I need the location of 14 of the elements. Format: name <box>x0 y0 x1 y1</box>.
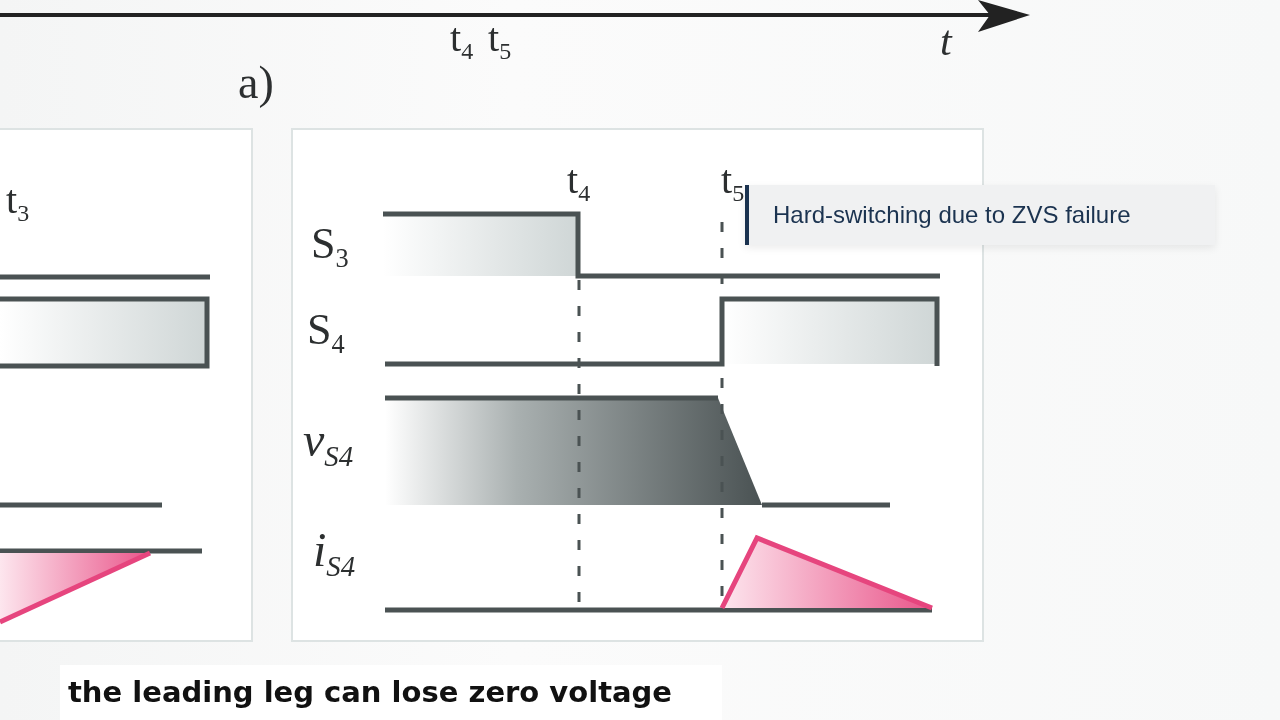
time-label: t$_{4}$ <box>450 18 474 64</box>
signal-label: t$_{3}$ <box>6 180 30 226</box>
subtitle: the leading leg can lose zero voltage <box>60 665 722 720</box>
time-label: t <box>940 20 952 62</box>
signal-label: v$_{S4}$ <box>303 416 354 471</box>
signal-label: S$_{4}$ <box>307 308 345 358</box>
signal-label: t$_{5}$ <box>721 160 745 206</box>
callout-box <box>745 185 1215 245</box>
time-label: t$_{5}$ <box>488 18 512 64</box>
callout-text: Hard-switching due to ZVS failure <box>773 203 1131 227</box>
panel-label: a) <box>238 60 274 106</box>
signal-label: S$_{3}$ <box>311 222 349 272</box>
signal-label: i$_{S4}$ <box>313 526 356 581</box>
signal-label: t$_{4}$ <box>567 160 591 206</box>
